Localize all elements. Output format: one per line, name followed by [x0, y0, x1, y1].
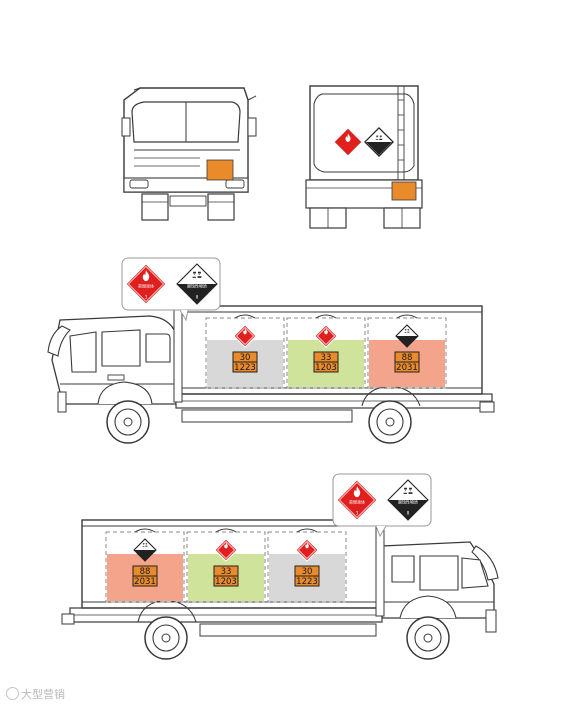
- tank-flammable-placard: [233, 324, 257, 348]
- callout-flammable-placard: 易燃液体 3: [336, 479, 378, 521]
- placard-caption: 腐蚀性物质: [398, 499, 418, 505]
- hazard-id-number: 88: [402, 353, 413, 363]
- un-number: 1203: [215, 577, 237, 587]
- front-orange-plate: [206, 159, 234, 181]
- tank-corrosive-placard: [133, 538, 157, 562]
- truck-front-view: [121, 87, 257, 221]
- watermark-logo-icon: [6, 687, 19, 700]
- un-number: 1223: [296, 577, 318, 587]
- rear-corrosive-placard: [364, 127, 394, 157]
- placard-class-number: 3: [356, 510, 359, 515]
- placard-class-number: 3: [145, 294, 148, 299]
- watermark: 大型营销: [6, 686, 65, 702]
- rear-orange-plate: [391, 181, 417, 201]
- hazard-id-number: 30: [302, 567, 313, 577]
- truck-rear-view: [305, 85, 423, 229]
- un-number: 2031: [396, 363, 418, 373]
- watermark-text: 大型营销: [21, 688, 65, 701]
- placard-caption: 易燃液体: [349, 499, 365, 505]
- placard-caption: 腐蚀性物质: [187, 283, 207, 289]
- hazard-id-number: 33: [321, 353, 332, 363]
- un-number: 1203: [315, 363, 337, 373]
- callout-corrosive-placard: 腐蚀性物质 8: [387, 479, 429, 521]
- tank-flammable-placard: [314, 324, 338, 348]
- tank-flammable-placard: [214, 538, 238, 562]
- un-number: 2031: [134, 577, 156, 587]
- tank-flammable-placard: [295, 538, 319, 562]
- hazard-id-number: 33: [221, 567, 232, 577]
- rear-flammable-placard: [333, 127, 363, 157]
- placard-callout-a: 易燃液体 3 腐蚀性物质 8: [121, 257, 221, 322]
- tank-corrosive-placard: [395, 324, 419, 348]
- placard-caption: 易燃液体: [138, 283, 154, 289]
- hazard-id-number: 88: [140, 567, 151, 577]
- placard-class-number: 8: [196, 294, 199, 299]
- callout-flammable-placard: 易燃液体 3: [125, 263, 167, 305]
- placard-callout-b: 易燃液体 3 腐蚀性物质 8: [332, 473, 432, 538]
- hazard-id-number: 30: [240, 353, 251, 363]
- placard-class-number: 8: [407, 510, 410, 515]
- callout-corrosive-placard: 腐蚀性物质 8: [176, 263, 218, 305]
- un-number: 1223: [234, 363, 256, 373]
